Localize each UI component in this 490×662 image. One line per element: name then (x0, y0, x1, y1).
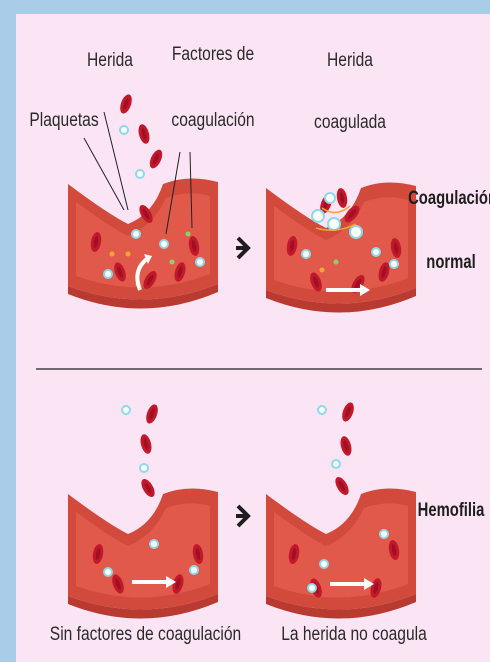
vessel-hemophilia-after (266, 488, 416, 618)
label-herida: Herida (77, 50, 143, 72)
label-herida-coagulada-line2: coagulada (309, 112, 391, 134)
label-herida-coagulada-line1: Herida (309, 50, 391, 72)
label-factores-line2: coagulación (168, 110, 258, 132)
arrow-right-icon-bottom (236, 506, 248, 526)
label-sin-factores: Sin factores de coagulación (50, 624, 230, 646)
label-factores-line1: Factores de (168, 44, 258, 66)
label-no-coagula: La herida no coagula (272, 624, 436, 646)
arrow-right-icon (236, 238, 248, 258)
label-coagulacion-normal-line1: Coagulación (408, 186, 490, 212)
label-coagulacion-normal-line2: normal (408, 250, 490, 276)
vessel-hemophilia-before (68, 488, 218, 618)
diagram-panel: Herida Factores de coagulación Plaquetas… (16, 14, 490, 662)
vessel-normal-before (68, 178, 218, 308)
label-hemofilia: Hemofilia (408, 498, 490, 524)
label-plaquetas: Plaquetas (23, 110, 105, 132)
